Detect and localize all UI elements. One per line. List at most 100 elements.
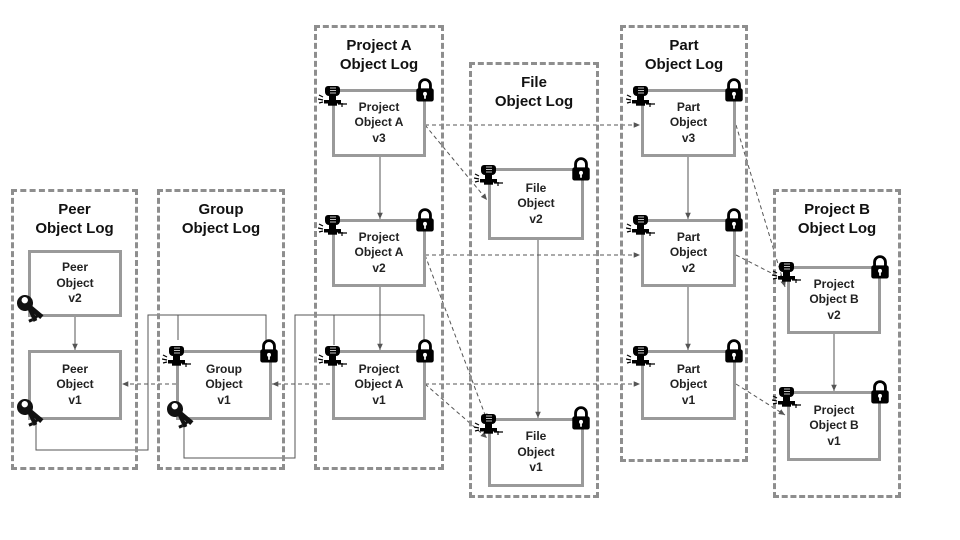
log-title: Group Object Log (160, 200, 282, 238)
object-label-line: Object A (354, 115, 404, 130)
object-label-line: File (525, 180, 547, 195)
padlock-icon (414, 78, 436, 102)
object-label-line: Peer (61, 361, 89, 376)
log-title-line: Object Log (35, 220, 114, 237)
object-label-line: Part (676, 229, 701, 244)
signature-stamp-icon (318, 344, 348, 370)
peer-object-log: Peer Object Log (11, 189, 138, 470)
object-label-line: Object B (809, 418, 859, 433)
signature-stamp-icon (626, 344, 656, 370)
object-label-line: Object (205, 377, 243, 392)
object-label-line: Object (517, 196, 555, 211)
object-label-line: v2 (529, 211, 543, 226)
object-label-line: v2 (372, 260, 386, 275)
peer-object-v1[interactable]: Peer Object v1 (28, 350, 122, 420)
log-title: Project A Object Log (317, 36, 441, 74)
part-object-v1[interactable]: Part Object v1 (641, 350, 736, 420)
object-label-line: Project (358, 229, 400, 244)
file-object-log: File Object Log (469, 62, 599, 498)
file-object-v1[interactable]: File Object v1 (488, 418, 584, 487)
object-label-line: Group (206, 361, 242, 376)
project-b-object-log: Project B Object Log (773, 189, 901, 498)
object-label-line: v2 (68, 291, 82, 306)
log-title-line: Project A (346, 37, 412, 54)
object-label-line: Part (676, 361, 701, 376)
ref-part-v1-pb-v1 (735, 383, 786, 416)
padlock-icon (869, 255, 891, 279)
peer-object-v2[interactable]: Peer Object v2 (28, 250, 122, 317)
padlock-icon (723, 78, 745, 102)
object-label-line: Object A (354, 245, 404, 260)
object-label-line: Object (56, 275, 94, 290)
signature-stamp-icon (474, 163, 504, 189)
keys-icon (14, 292, 50, 328)
part-object-log: Part Object Log (620, 25, 748, 462)
log-title-line: Object Log (644, 56, 724, 73)
object-label-line: Object (669, 115, 708, 130)
project-object-a-v2[interactable]: Project Object A v2 (332, 219, 426, 287)
log-title-line: Group (198, 201, 244, 218)
signature-stamp-icon (474, 412, 504, 438)
object-label-line: v3 (372, 130, 386, 145)
log-title-line: Part (669, 37, 699, 54)
log-title-line: Object Log (797, 220, 877, 237)
signature-stamp-icon (626, 213, 656, 239)
object-label-line: Project (358, 361, 400, 376)
ref-pa-v3-file-v2 (424, 124, 488, 201)
project-object-a-v1[interactable]: Project Object A v1 (332, 350, 426, 420)
object-label-line: v2 (681, 260, 696, 275)
object-label-line: Object A (354, 377, 404, 392)
log-title-line: Peer (58, 201, 91, 218)
keys-icon (164, 398, 200, 434)
keys-icon (14, 396, 50, 432)
object-label-line: v1 (372, 392, 386, 407)
padlock-icon (258, 339, 280, 363)
log-title-line: File (521, 74, 547, 91)
padlock-icon (570, 157, 592, 181)
log-title: Project B Object Log (776, 200, 898, 238)
signature-stamp-icon (772, 385, 802, 411)
log-title: File Object Log (472, 73, 596, 111)
object-label-line: Peer (61, 260, 89, 275)
object-label-line: Project (813, 402, 855, 417)
object-label-line: v1 (827, 433, 841, 448)
signature-stamp-icon (318, 213, 348, 239)
project-a-object-log: Project A Object Log (314, 25, 444, 470)
object-label-line: v1 (529, 460, 543, 475)
padlock-icon (570, 406, 592, 430)
signature-stamp-icon (162, 344, 192, 370)
object-label-line: Object (669, 245, 708, 260)
object-label-line: v2 (827, 307, 841, 322)
object-label-line: Part (676, 99, 701, 114)
signature-stamp-icon (626, 84, 656, 110)
log-title: Peer Object Log (14, 200, 135, 238)
object-label-line: Object (669, 377, 708, 392)
signature-stamp-icon (318, 84, 348, 110)
project-object-b-v1[interactable]: Project Object B v1 (787, 391, 881, 461)
part-object-v2[interactable]: Part Object v2 (641, 219, 736, 287)
padlock-icon (414, 339, 436, 363)
ref-pa-v2-file-v1 (424, 254, 488, 421)
link-peer-to-group (35, 314, 267, 451)
object-label-line: v1 (217, 392, 231, 407)
object-label-line: Project (813, 276, 855, 291)
object-label-line: v1 (68, 392, 82, 407)
object-label-line: v3 (681, 130, 696, 145)
object-label-line: v1 (681, 392, 696, 407)
object-label-line: Object (517, 444, 555, 459)
log-title-line: Object Log (181, 220, 261, 237)
link-group-to-project-a (183, 314, 425, 459)
padlock-icon (723, 208, 745, 232)
signature-stamp-icon (772, 260, 802, 286)
group-object-log: Group Object Log (157, 189, 285, 470)
padlock-icon (723, 339, 745, 363)
project-object-b-v2[interactable]: Project Object B v2 (787, 266, 881, 334)
group-object-v1[interactable]: Group Object v1 (176, 350, 272, 420)
object-label-line: Object (56, 377, 94, 392)
log-title: Part Object Log (623, 36, 745, 74)
log-title-line: Object Log (339, 56, 419, 73)
part-object-v3[interactable]: Part Object v3 (641, 89, 736, 157)
project-object-a-v3[interactable]: Project Object A v3 (332, 89, 426, 157)
file-object-v2[interactable]: File Object v2 (488, 168, 584, 240)
